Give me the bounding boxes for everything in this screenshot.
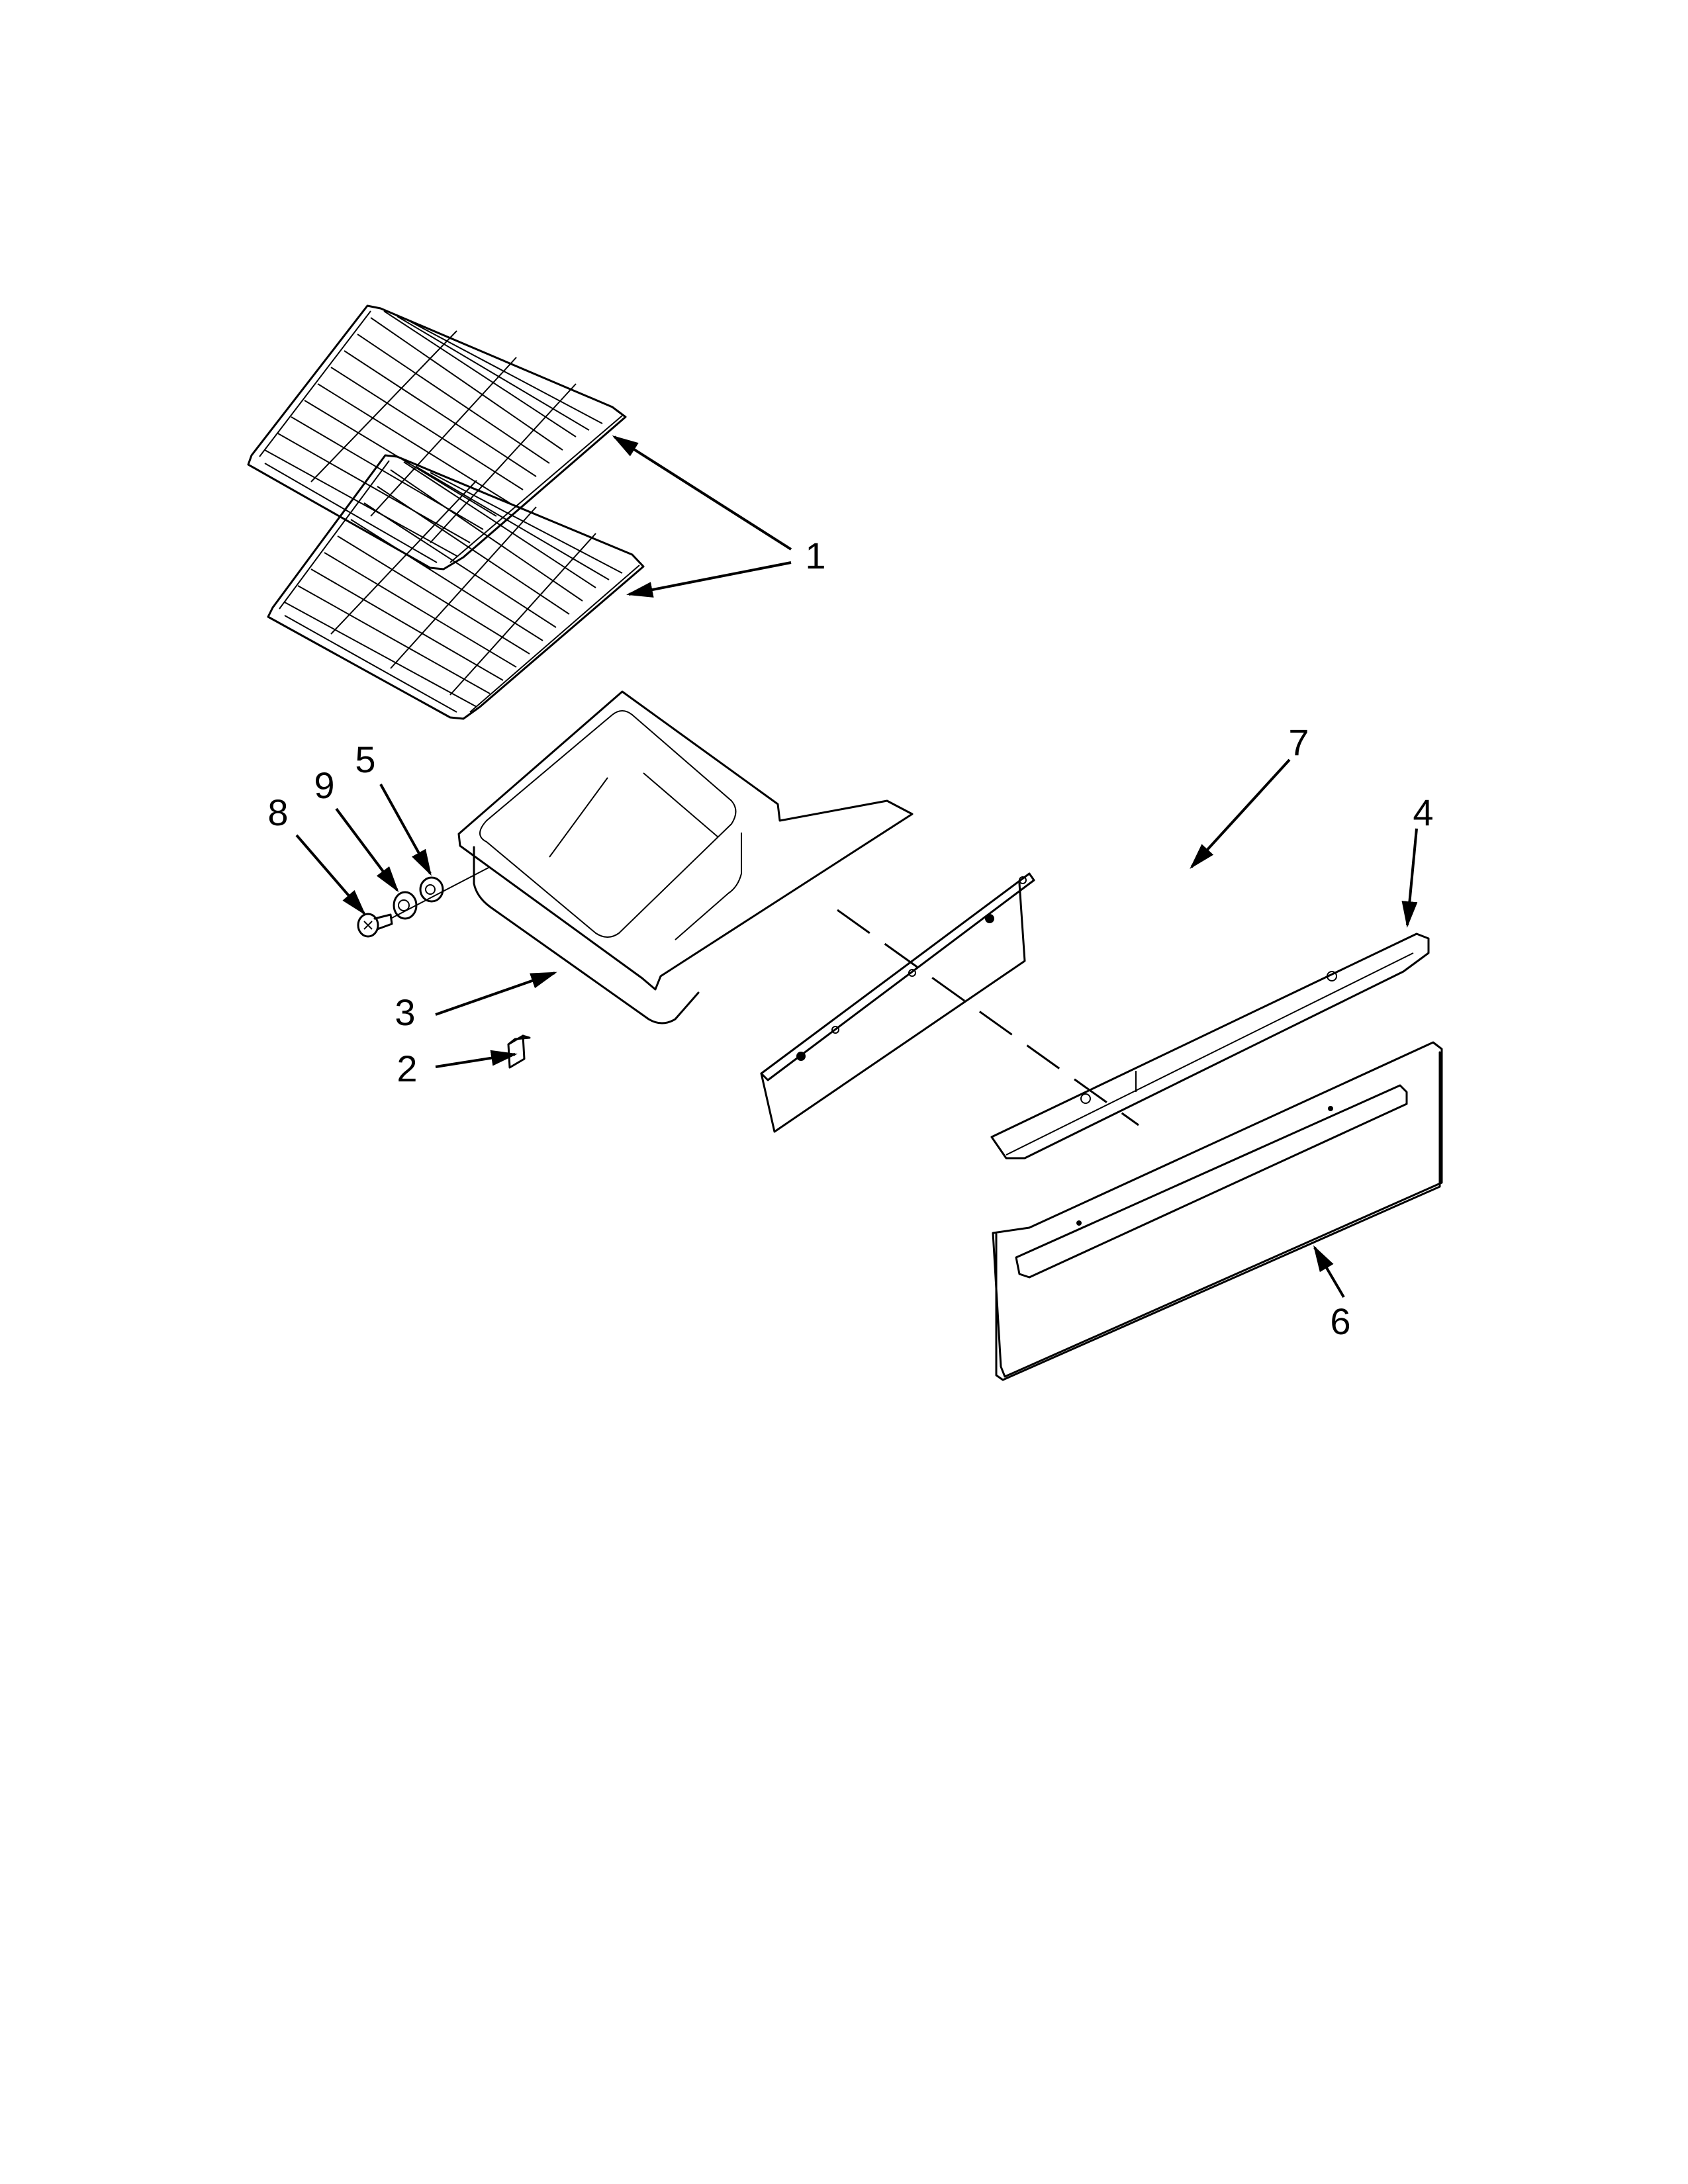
callout-8: 8 [267, 792, 289, 833]
alignment-line [837, 909, 1139, 1126]
callout-7: 7 [1288, 721, 1309, 763]
oven-rack-upper [247, 304, 627, 570]
callout-2: 2 [397, 1048, 418, 1089]
leader-lines [295, 435, 1418, 1298]
callout-5: 5 [355, 739, 376, 780]
callout-4: 4 [1413, 792, 1434, 833]
drawer-front-bracket [760, 872, 1035, 1133]
drawer-bumper [507, 1034, 531, 1069]
drawer-front-panel [992, 1041, 1443, 1381]
callout-3: 3 [395, 991, 416, 1033]
oven-rack-lower [267, 454, 645, 720]
storage-drawer-pan [457, 690, 914, 1024]
callout-9: 9 [314, 764, 335, 806]
drawer-panel-trim [990, 933, 1430, 1160]
callout-1: 1 [805, 535, 826, 576]
hardware-stack [357, 866, 491, 938]
callout-6: 6 [1330, 1300, 1351, 1342]
